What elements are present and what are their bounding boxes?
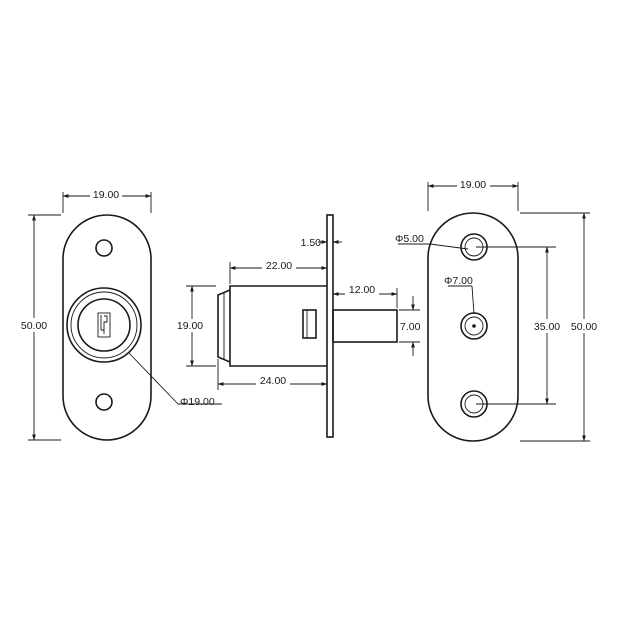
back-center-hole-inner [464, 316, 484, 336]
center-hole-diameter-dim: Φ7.00 [444, 275, 473, 287]
hole-spacing-dim: 35.00 [534, 321, 560, 333]
cylinder-outer-ring [66, 287, 142, 363]
back-width-dim: 19.00 [460, 179, 486, 191]
side-slot [302, 309, 317, 339]
hole-diameter-dim: Φ5.00 [395, 233, 424, 245]
keyway-icon [97, 312, 111, 338]
cylinder-face [77, 298, 131, 352]
front-bottom-screw-hole [95, 393, 113, 411]
side-bolt [332, 309, 398, 343]
back-height-dim: 50.00 [571, 321, 597, 333]
flange-thickness-dim: 1.50 [301, 237, 322, 249]
bolt-height-dim: 7.00 [400, 321, 421, 333]
back-view: 19.00 Φ5.00 Φ7.00 35.00 50.00 [395, 178, 601, 442]
front-view: 19.00 50.00 Φ19.00 [18, 188, 222, 441]
side-cylinder-body [229, 285, 327, 367]
side-flange [326, 214, 334, 438]
front-top-screw-hole [95, 239, 113, 257]
overall-length-dim: 24.00 [260, 375, 286, 387]
front-plate-outline [62, 214, 152, 441]
body-length-dim: 22.00 [266, 260, 292, 272]
side-cylinder-lip [217, 289, 231, 363]
front-height-dim: 50.00 [21, 320, 47, 332]
side-view: 1.50 22.00 12.00 19.00 7.00 24.00 [174, 214, 421, 438]
back-plate-outline [427, 212, 519, 442]
cylinder-diameter-dim: Φ19.00 [180, 396, 215, 408]
cylinder-inner-ring [70, 291, 138, 359]
back-center-dot [472, 324, 476, 328]
body-height-dim: 19.00 [177, 320, 203, 332]
front-width-dim: 19.00 [93, 189, 119, 201]
bolt-length-dim: 12.00 [349, 284, 375, 296]
